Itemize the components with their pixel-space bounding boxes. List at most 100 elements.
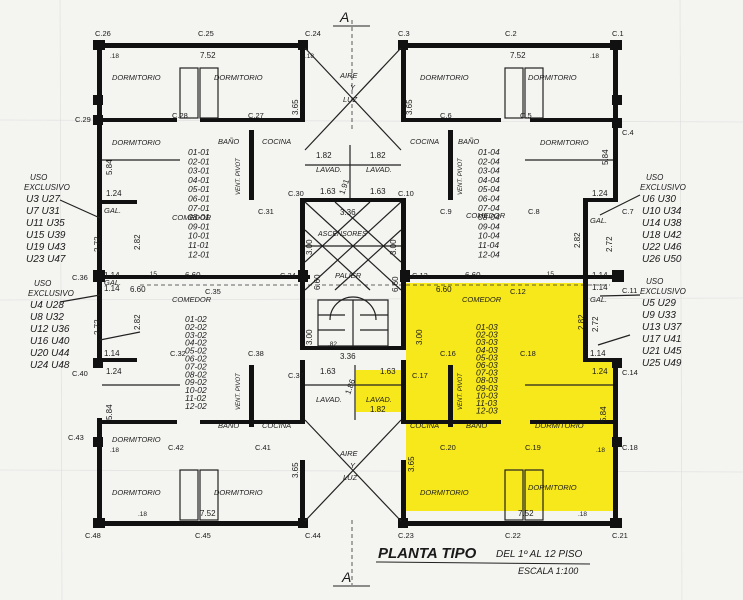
dimension-label: 3.36 (340, 208, 356, 217)
column-label: C.19 (525, 443, 541, 452)
dimension-label: 5.84 (599, 406, 608, 422)
dimension-label: 1.14 (592, 271, 608, 280)
room-label: BAÑO (458, 137, 479, 146)
room-label: COCINA (262, 137, 291, 146)
column-label: C.14 (622, 368, 638, 377)
column-label: C.11 (622, 286, 637, 295)
dimension-label: 2.82 (133, 234, 142, 250)
uso-unit-pair: U4 U28 (30, 300, 64, 311)
vent-labels: VENT. PIVOT VENT. PIVOT VENT. PIVOT VENT… (236, 157, 464, 410)
column-label: C.31 (258, 207, 274, 216)
room-label: DORMITORIO (528, 73, 577, 82)
dimension-label: .18 (110, 53, 119, 60)
unit-number-lists: 01-0102-0103-0104-0105-0106-0107-0108-01… (185, 147, 500, 416)
dimension-label: 2.72 (93, 236, 102, 252)
unit-number: 05-01 (188, 184, 210, 194)
elevator-hatch (304, 201, 402, 291)
room-label: Y (350, 83, 356, 92)
unit-number: 06-02 (185, 354, 207, 364)
room-label: DORMITORIO (420, 488, 469, 497)
dimension-label: 1.82 (316, 151, 332, 160)
unit-number: 08-01 (188, 212, 210, 222)
vent-label: VENT. PIVOT (236, 157, 242, 195)
vent-label: VENT. PIVOT (236, 372, 242, 410)
column-label: C.18 (622, 443, 638, 452)
column-label: C.35 (205, 287, 221, 296)
unit-number: 12-03 (476, 406, 498, 416)
unit-number: 08-04 (478, 212, 500, 222)
unit-number: 02-02 (185, 322, 207, 332)
column-label: C.28 (172, 111, 188, 120)
column-label: C.36 (72, 273, 88, 282)
uso-unit-pair: U22 U46 (642, 242, 682, 253)
uso-unit-pair: U10 U34 (642, 206, 682, 217)
unit-number: 07-02 (185, 361, 207, 371)
column-label: C.21 (612, 531, 628, 540)
unit-number: 02-04 (478, 156, 500, 166)
dimension-label: 1.14 (104, 349, 120, 358)
room-label: GAL. (104, 206, 121, 215)
column-label: C.48 (85, 531, 101, 540)
section-markers: A A (333, 9, 370, 587)
uso-unit-pair: U23 U47 (26, 254, 66, 265)
dimension-label: 5.84 (601, 149, 610, 165)
room-label: DORMITORIO (112, 488, 161, 497)
unit-number: 01-02 (185, 314, 207, 324)
room-label: AIRE (339, 449, 359, 458)
dimension-label: 3.65 (291, 99, 300, 115)
dimension-label: 2.72 (93, 319, 102, 335)
dimension-label: 6.60 (130, 285, 146, 294)
column-label: C.18 (520, 349, 536, 358)
room-label: DORMITORIO (112, 138, 161, 147)
dimension-label: .18 (596, 447, 605, 454)
column-label: C.30 (288, 189, 304, 198)
room-label: LUZ (343, 473, 358, 482)
uso-unit-pair: U3 U27 (26, 194, 60, 205)
stair (317, 296, 389, 347)
column-label: C.3 (398, 29, 410, 38)
dimension-label: 3.65 (407, 456, 416, 472)
room-label: COMEDOR (462, 295, 502, 304)
column-label: C.13 (412, 271, 428, 280)
room-label: COCINA (262, 421, 291, 430)
dimension-label: 3.65 (405, 99, 414, 115)
unit-number: 03-01 (188, 166, 210, 176)
drawing-scale: ESCALA 1:100 (518, 566, 578, 576)
uso-heading: EXCLUSIVO (24, 183, 70, 192)
room-label: DORMITORIO (528, 483, 577, 492)
dimension-label: .18 (590, 53, 599, 60)
drawing-subtitle: DEL 1º AL 12 PISO (496, 549, 583, 560)
structural-columns (93, 40, 624, 528)
unit-number: 09-02 (185, 377, 207, 387)
room-label: DORMITORIO (214, 488, 263, 497)
unit-number: 04-01 (188, 175, 210, 185)
unit-number: 09-03 (476, 383, 498, 393)
unit-number: 11-04 (478, 240, 499, 250)
uso-unit-pair: U21 U45 (642, 346, 682, 357)
unit-number: 06-01 (188, 194, 210, 204)
unit-number: 01-01 (188, 147, 210, 157)
uso-unit-pair: U12 U36 (30, 324, 70, 335)
dimension-label: 3.00 (389, 239, 398, 255)
room-label: DORMITORIO (420, 73, 469, 82)
unit-number: 02-03 (476, 330, 498, 340)
dimension-label: 2.82 (133, 314, 142, 330)
column-label: C.23 (398, 531, 414, 540)
column-label: C.4 (622, 128, 634, 137)
room-label: COCINA (410, 421, 439, 430)
unit-number: 10-01 (188, 231, 210, 241)
uso-unit-pair: U17 U41 (642, 334, 681, 345)
dimension-label: .18 (110, 447, 119, 454)
title-block: PLANTA TIPO DEL 1º AL 12 PISO ESCALA 1:1… (375, 545, 591, 576)
unit-number: 07-04 (478, 203, 500, 213)
partitions (102, 67, 613, 521)
dimension-label: .15 (148, 271, 157, 278)
column-label: C.41 (255, 443, 271, 452)
dimension-label: 1.24 (106, 367, 122, 376)
room-label: GAL. (104, 278, 121, 287)
column-label: C.5 (520, 111, 532, 120)
room-label: LAVAD. (366, 395, 392, 404)
column-label: C.34 (280, 271, 296, 280)
